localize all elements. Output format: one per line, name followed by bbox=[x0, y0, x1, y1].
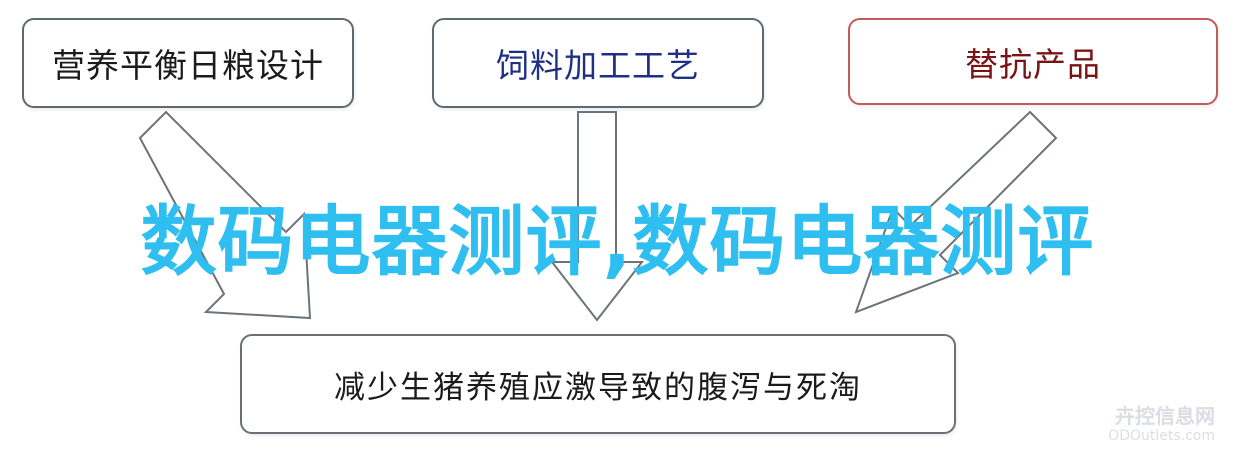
node-antibiotic-alternatives: 替抗产品 bbox=[848, 18, 1218, 105]
arrow-middle-to-bottom bbox=[549, 111, 645, 322]
node-feed-processing: 饲料加工工艺 bbox=[432, 18, 764, 108]
arrow-left-to-bottom bbox=[138, 110, 312, 320]
watermark-logo: 卉控信息网 ODOutlets.com bbox=[1073, 398, 1223, 456]
node-label: 减少生猪养殖应激导致的腹泻与死淘 bbox=[334, 369, 862, 406]
node-label: 饲料加工工艺 bbox=[496, 46, 700, 85]
watermark-text: 卉控信息网 bbox=[1115, 404, 1215, 428]
node-feed-formulation: 营养平衡日粮设计 bbox=[22, 18, 354, 108]
arrow-right-to-bottom bbox=[854, 110, 1058, 314]
node-outcome: 减少生猪养殖应激导致的腹泻与死淘 bbox=[240, 334, 956, 434]
node-label: 替抗产品 bbox=[965, 44, 1101, 84]
node-label: 营养平衡日粮设计 bbox=[52, 46, 324, 85]
overlay-title: 数码电器测评,数码电器测评 bbox=[140, 197, 1095, 286]
watermark-domain: ODOutlets.com bbox=[1108, 428, 1215, 444]
